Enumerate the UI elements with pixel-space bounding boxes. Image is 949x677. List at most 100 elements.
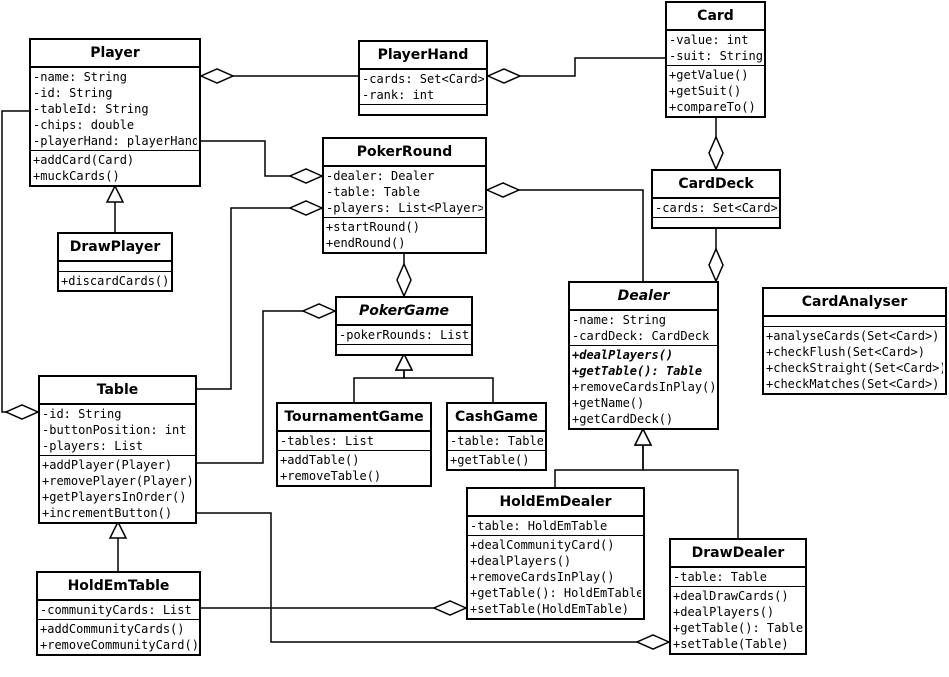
attribute: -pokerRounds: List [339,328,469,342]
operation: +getCardDeck() [572,412,674,426]
operation: +getName() [572,396,645,410]
attribute: -players: List<Player> [326,201,483,215]
aggregation-card-playerhand [486,57,665,84]
operation: +removePlayer(Player) [42,474,193,488]
operations-section [337,345,471,354]
aggregation-diamond-icon [708,247,724,283]
operation: +removeTable() [280,469,382,483]
connector-line [642,429,739,538]
class-name: DrawDealer [671,540,805,568]
attribute: -table: Table [326,185,420,199]
attribute: -cards: Set<Card> [655,201,777,215]
class-name: CashGame [448,404,545,432]
attribute: -cards: Set<Card> [362,72,484,86]
aggregation-dealer-pokerround [485,182,644,281]
class-name: Dealer [570,283,717,311]
operation: +getPlayersInOrder() [42,490,187,504]
operation: +addPlayer(Player) [42,458,173,472]
aggregation-holdemtable-holdemdealer [201,600,468,616]
aggregation-diamond-icon [432,600,468,616]
operations-section: +addTable() +removeTable() [278,451,430,485]
class-pokerround: PokerRound-dealer: Dealer-table: Table-p… [322,137,487,254]
aggregation-table-pokerround [197,200,324,390]
operation: +dealPlayers() [673,605,775,619]
aggregation-diamond-icon [396,262,412,298]
aggregation-diamond-icon [301,303,337,319]
class-dealer: Dealer-name: String-cardDeck: CardDeck+d… [568,281,719,430]
connector-line [353,354,405,402]
aggregation-player-table [1,110,40,420]
connector-line [488,57,665,77]
aggregation-diamond-icon [708,135,724,171]
operation: +removeCardsInPlay() [572,380,715,394]
aggregation-player-playerhand [199,68,358,84]
attributes-section: -cards: Set<Card> [653,199,779,218]
operation: +dealPlayers() [470,554,572,568]
class-holdemdealer: HoldEmDealer -table: HoldEmTable +dealComm… [466,487,645,620]
aggregation-pokerround-pokergame [396,253,412,298]
attributes-section: -value: int -suit: String [667,31,764,66]
attributes-section: -dealer: Dealer-table: Table-players: Li… [324,167,485,218]
operation: +incrementButton() [42,506,173,520]
connector-line [197,207,322,390]
operation: +addCommunityCards() [40,622,185,636]
operation: +startRound() [326,220,420,234]
generalization-arrowhead-icon [108,520,128,539]
attribute: -id: String [33,86,113,100]
class-player: Player-name: String-id: String-tableId: … [29,38,201,187]
class-name: PokerGame [337,298,471,326]
attributes-section [764,317,945,327]
generalization-arrowhead-icon [394,352,414,371]
operation: +setTable(Table) [673,637,789,651]
attributes-section: -name: String-cardDeck: CardDeck [570,311,717,346]
aggregation-diamond-icon [4,404,40,420]
aggregation-diamond-icon [635,634,671,650]
operation: +dealDrawCards() [673,589,789,603]
operation: +muckCards() [33,169,120,183]
attribute: -table: Table [673,570,767,584]
operations-section: +addCommunityCards() +removeCommunityCard… [38,620,199,654]
attributes-section: -table: Table [448,432,545,451]
attribute: -suit: String [669,49,762,63]
class-carddeck: CardDeck-cards: Set<Card> [651,169,781,229]
operation: +getTable(): Table [572,364,703,378]
class-name: PlayerHand [360,42,486,70]
attribute: -buttonPosition: int [42,423,187,437]
aggregation-diamond-icon [486,68,522,84]
attribute: -table: Table [450,434,543,448]
connector-line [197,310,335,464]
operations-section: +dealCommunityCard()+dealPlayers()+remov… [468,536,643,618]
attributes-section: -table: Table [671,568,805,587]
attribute: -value: int [669,33,749,47]
operations-section: +discardCards() [59,272,171,290]
operation: +removeCommunityCard() [40,638,197,652]
attributes-section: -name: String-id: String-tableId: String… [31,68,199,151]
operation: +checkStraight(Set<Card>) [766,361,943,375]
generalization-arrowhead-icon [633,427,653,446]
class-tournamentgame: TournamentGame-tables: List+addTable()+r… [276,402,432,487]
attributes-section: -tables: List [278,432,430,451]
operations-section: +addCard(Card) +muckCards() [31,151,199,185]
attribute: -communityCards: List [40,603,192,617]
attribute: -table: HoldEmTable [470,519,608,533]
aggregation-table-pokergame [197,303,337,464]
generalization-cashgame-pokergame [394,352,494,402]
operation: +addTable() [280,453,360,467]
attribute: -tableId: String [33,102,149,116]
class-name: HoldEmDealer [468,489,643,517]
operation: +discardCards() [61,274,169,288]
class-table: Table-id: String-buttonPosition: int-pla… [38,375,197,524]
operation: +getValue() [669,68,749,82]
operation: +endRound() [326,236,406,250]
operation: +compareTo() [669,100,756,114]
class-drawplayer: DrawPlayer+discardCards() [57,232,173,292]
operations-section [360,105,486,114]
aggregation-card-carddeck [708,118,724,171]
aggregation-table-drawdealer [197,512,671,650]
operation: +addCard(Card) [33,153,135,167]
attribute: -tables: List [280,434,374,448]
class-name: PokerRound [324,139,485,167]
attribute: -cardDeck: CardDeck [572,329,710,343]
operations-section: +addPlayer(Player) +removePlayer(Player) +… [40,456,195,522]
